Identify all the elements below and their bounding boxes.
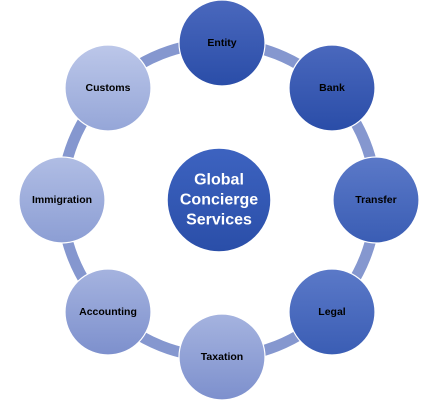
node-circle-bank <box>288 44 376 132</box>
node-label-legal: Legal <box>318 306 346 318</box>
node-accounting: Accounting <box>64 268 152 356</box>
node-label-accounting: Accounting <box>79 306 137 318</box>
node-circle-legal <box>288 268 376 356</box>
node-label-transfer: Transfer <box>355 194 396 206</box>
center-title-line-2: Concierge <box>180 192 258 209</box>
node-taxation: Taxation <box>178 313 266 401</box>
node-legal: Legal <box>288 268 376 356</box>
node-circle-immigration <box>18 156 106 244</box>
node-circle-entity <box>178 0 266 87</box>
node-immigration: Immigration <box>18 156 106 244</box>
node-entity: Entity <box>178 0 266 87</box>
node-circle-accounting <box>64 268 152 356</box>
node-bank: Bank <box>288 44 376 132</box>
center-title-line-1: Global <box>194 172 244 189</box>
node-circle-taxation <box>178 313 266 401</box>
node-label-taxation: Taxation <box>201 351 243 363</box>
node-transfer: Transfer <box>332 156 420 244</box>
node-circle-customs <box>64 44 152 132</box>
center-circle <box>166 147 272 253</box>
center-title-line-3: Services <box>186 212 252 229</box>
node-label-immigration: Immigration <box>32 194 92 206</box>
node-label-entity: Entity <box>207 37 236 49</box>
center-hub: Global Concierge Services <box>166 147 272 253</box>
node-label-bank: Bank <box>319 82 345 94</box>
node-customs: Customs <box>64 44 152 132</box>
node-circle-transfer <box>332 156 420 244</box>
node-label-customs: Customs <box>86 82 131 94</box>
